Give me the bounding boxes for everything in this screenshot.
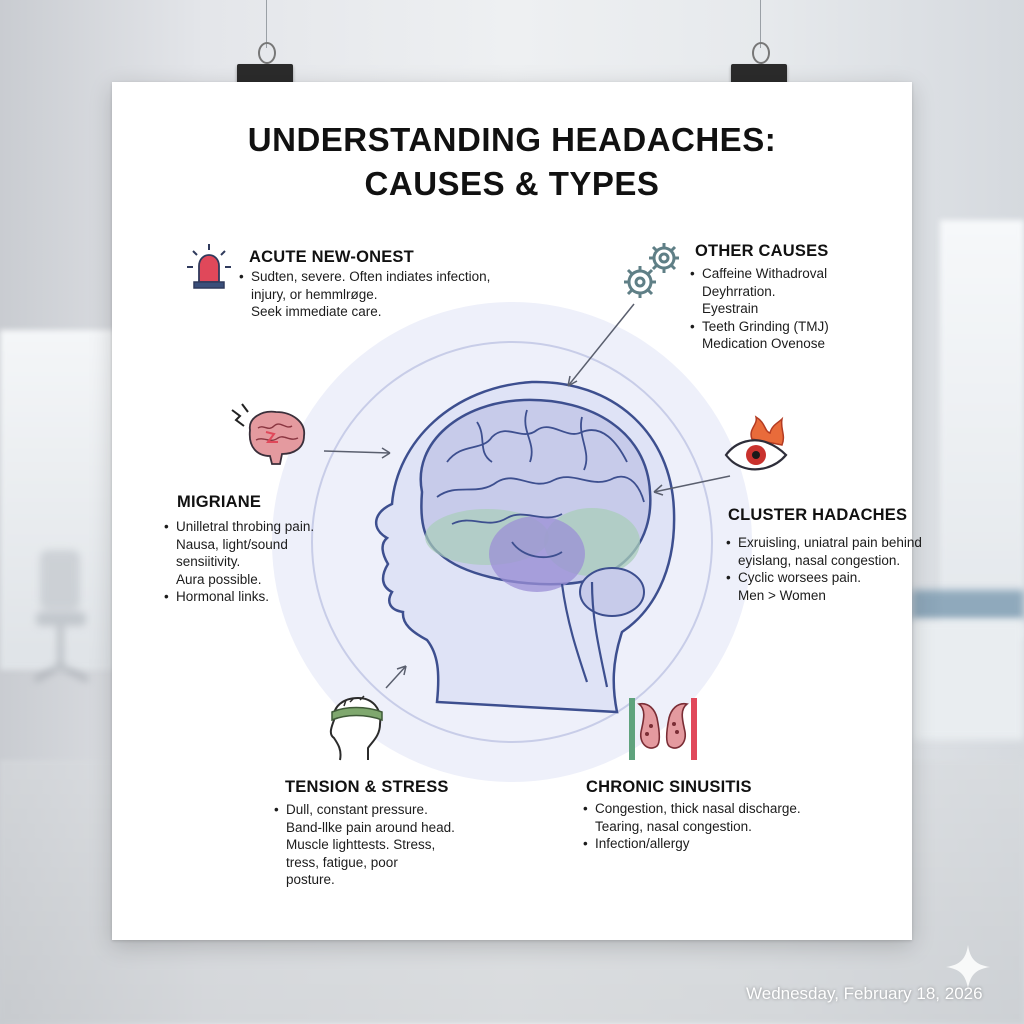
- background-counter-base: [912, 620, 1024, 740]
- brain-purple-highlight: [489, 516, 585, 592]
- burning-eye-icon: [724, 415, 788, 471]
- title-line-2: CAUSES & TYPES: [364, 165, 660, 202]
- hanging-wire-right: [760, 0, 761, 48]
- title-line-1: UNDERSTANDING HEADACHES:: [247, 121, 777, 158]
- migraine-line-3: sensiitivity.: [176, 554, 241, 569]
- tension-line-5: posture.: [286, 872, 335, 887]
- other-causes-description: Caffeine Withadroval Deyhrration. Eyestr…: [690, 265, 829, 353]
- tension-line-3: Muscle lighttests. Stress,: [286, 837, 436, 852]
- head-band-icon: [329, 695, 383, 761]
- arrow-tension-to-brain: [385, 665, 407, 689]
- cluster-description: Exruisling, uniatral pain behind eyislan…: [726, 534, 922, 604]
- sinusitis-heading: CHRONIC SINUSITIS: [586, 778, 752, 796]
- sinus-line-1: Congestion, thick nasal discharge.: [583, 800, 801, 818]
- brain-lightning-icon: [231, 403, 305, 465]
- arrow-other-to-brain: [567, 303, 635, 387]
- migraine-line-1: Unilletral throbing pain.: [164, 518, 314, 536]
- cluster-line-3: Cyclic worsees pain.: [726, 569, 922, 587]
- gears-icon: [624, 243, 679, 298]
- migraine-heading: MIGRIANE: [177, 493, 262, 511]
- migraine-line-5: Hormonal links.: [164, 588, 314, 606]
- other-line-4: Teeth Grinding (TMJ): [690, 318, 829, 336]
- clip-ring-left: [258, 42, 276, 64]
- poster-title: UNDERSTANDING HEADACHES: CAUSES & TYPES: [112, 118, 912, 206]
- tension-line-1: Dull, constant pressure.: [274, 801, 455, 819]
- siren-icon: [187, 244, 231, 289]
- brain-folds: [436, 409, 645, 559]
- headache-poster: UNDERSTANDING HEADACHES: CAUSES & TYPES: [112, 82, 922, 940]
- sinus-line-3: Infection/allergy: [583, 835, 801, 853]
- cluster-line-4: Men > Women: [738, 587, 826, 603]
- cluster-line-2: eyislang, nasal congestion.: [738, 552, 901, 568]
- acute-line-3: Seek immediate care.: [251, 304, 382, 319]
- background-chair: [33, 550, 90, 683]
- cluster-heading: CLUSTER HADACHES: [728, 506, 908, 524]
- acute-line-2: injury, or hemmlrøge.: [251, 286, 378, 302]
- arrow-migraine-to-brain: [323, 447, 391, 459]
- background-window-right: [940, 220, 1024, 640]
- tension-description: Dull, constant pressure. Band-llke pain …: [274, 801, 455, 889]
- arrow-cluster-to-brain: [653, 475, 731, 496]
- other-line-1: Caffeine Withadroval: [690, 265, 829, 283]
- clip-ring-right: [752, 42, 770, 64]
- sinusitis-description: Congestion, thick nasal discharge. Teari…: [583, 800, 801, 853]
- other-line-5: Medication Ovenose: [702, 336, 826, 351]
- migraine-line-2: Nausa, light/sound: [176, 536, 288, 552]
- sinus-line-2: Tearing, nasal congestion.: [595, 818, 752, 834]
- sinus-icon: [629, 698, 697, 760]
- sparkle-icon: [946, 945, 990, 989]
- tension-heading: TENSION & STRESS: [285, 778, 449, 796]
- date-stamp: Wednesday, February 18, 2026: [746, 984, 983, 1003]
- brain-cerebellum: [579, 567, 645, 617]
- tension-line-4: tress, fatigue, poor: [286, 854, 398, 870]
- hanging-wire-left: [266, 0, 267, 48]
- acute-description: Sudten, severe. Often indiates infection…: [239, 268, 490, 321]
- cluster-line-1: Exruisling, uniatral pain behind: [726, 534, 922, 552]
- migraine-line-4: Aura possible.: [176, 571, 262, 587]
- background-counter: [912, 590, 1024, 620]
- migraine-description: Unilletral throbing pain. Nausa, light/s…: [164, 518, 314, 606]
- acute-line-1: Sudten, severe. Often indiates infection…: [239, 268, 490, 286]
- brain-stem: [560, 583, 589, 683]
- other-causes-heading: OTHER CAUSES: [695, 242, 829, 260]
- acute-heading: ACUTE NEW-ONEST: [249, 248, 414, 266]
- inner-ring-circle: [311, 341, 713, 743]
- other-line-2: Deyhrration.: [702, 283, 776, 299]
- head-brain-illustration: [272, 302, 752, 782]
- other-line-3: Eyestrain: [702, 301, 759, 316]
- tension-line-2: Band-llke pain around head.: [286, 819, 455, 835]
